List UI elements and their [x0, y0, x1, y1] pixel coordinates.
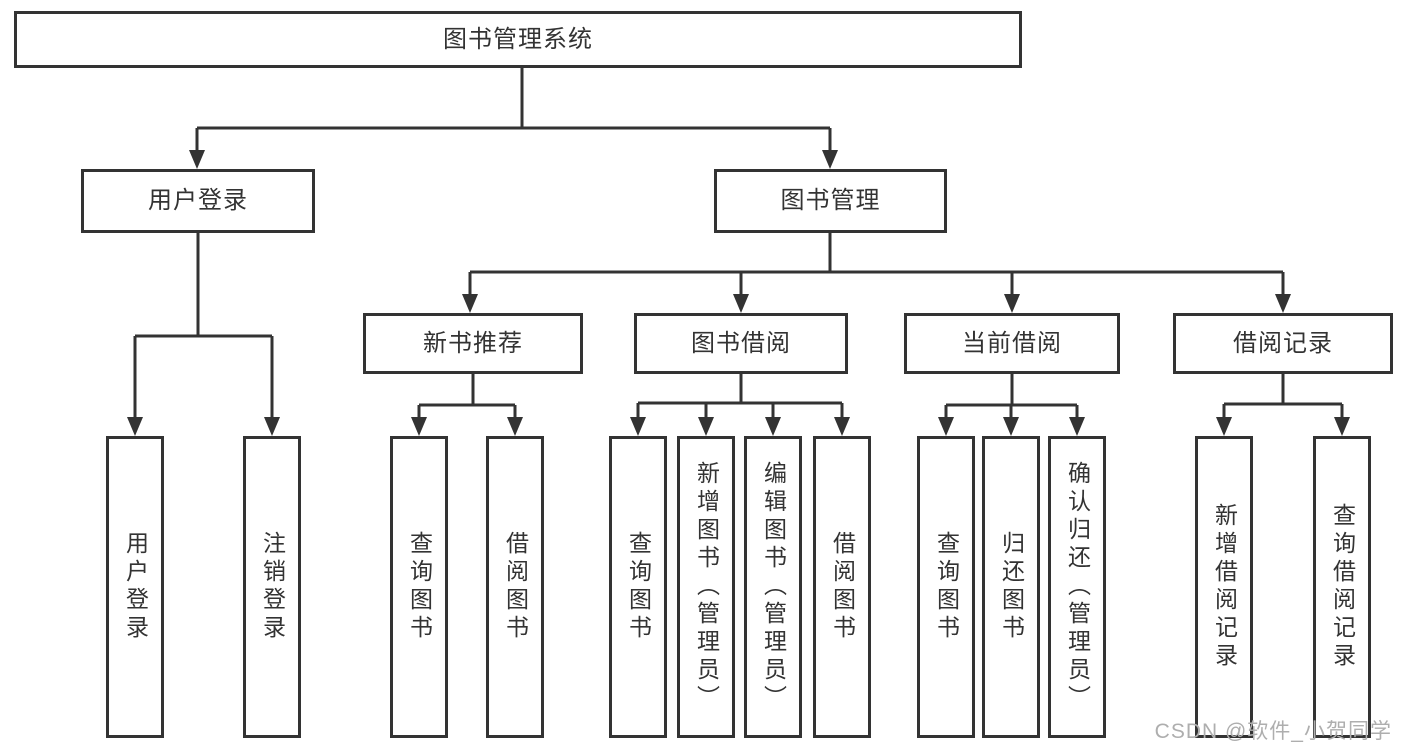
arrow-down-icon	[507, 417, 523, 436]
connector-records-children	[1222, 374, 1344, 418]
arrow-down-icon	[938, 417, 954, 436]
leaf-confirm-return-admin: 确认归还（管理员）	[1048, 436, 1106, 738]
node-label: 查询图书	[406, 531, 433, 643]
node-label: 图书管理系统	[443, 25, 593, 53]
connector-user-login-children	[133, 233, 274, 418]
node-label: 借阅记录	[1233, 329, 1333, 357]
connector-current-children	[944, 374, 1079, 418]
leaf-add-borrow-record: 新增借阅记录	[1195, 436, 1253, 738]
node-label: 新书推荐	[423, 329, 523, 357]
arrow-down-icon	[733, 294, 749, 313]
arrow-down-icon	[834, 417, 850, 436]
arrow-down-icon	[462, 294, 478, 313]
connector-root-to-level2	[195, 68, 832, 151]
arrow-down-icon	[411, 417, 427, 436]
node-label: 新增借阅记录	[1211, 503, 1238, 671]
node-label: 归还图书	[998, 531, 1025, 643]
node-new-book-recommend: 新书推荐	[363, 313, 583, 374]
node-label: 注销登录	[259, 531, 286, 643]
connector-book-mgmt-children	[468, 233, 1285, 295]
leaf-query-book-borrow: 查询图书	[609, 436, 667, 738]
node-label: 用户登录	[122, 531, 149, 643]
node-label: 用户登录	[148, 187, 248, 214]
leaf-borrow-book-recommend: 借阅图书	[486, 436, 544, 738]
node-root-system: 图书管理系统	[14, 11, 1022, 68]
arrow-down-icon	[822, 150, 838, 169]
node-book-borrow: 图书借阅	[634, 313, 848, 374]
leaf-logout: 注销登录	[243, 436, 301, 738]
node-label: 确认归还（管理员）	[1064, 461, 1091, 713]
arrow-down-icon	[1003, 417, 1019, 436]
csdn-watermark: CSDN @软件_小贺同学	[1154, 720, 1392, 743]
leaf-borrow-book: 借阅图书	[813, 436, 871, 738]
node-label: 新增图书（管理员）	[693, 461, 720, 713]
arrow-down-icon	[1004, 294, 1020, 313]
arrow-down-icon	[1216, 417, 1232, 436]
node-borrow-records: 借阅记录	[1173, 313, 1393, 374]
node-label: 当前借阅	[962, 329, 1062, 357]
leaf-query-book-current: 查询图书	[917, 436, 975, 738]
leaf-query-borrow-record: 查询借阅记录	[1313, 436, 1371, 738]
arrow-down-icon	[1069, 417, 1085, 436]
leaf-user-login: 用户登录	[106, 436, 164, 738]
leaf-add-book-admin: 新增图书（管理员）	[677, 436, 735, 738]
arrow-down-icon	[1275, 294, 1291, 313]
leaf-query-book-recommend: 查询图书	[390, 436, 448, 738]
node-user-login: 用户登录	[81, 169, 315, 233]
node-label: 查询图书	[625, 531, 652, 643]
arrow-down-icon	[630, 417, 646, 436]
node-label: 图书借阅	[691, 329, 791, 357]
node-current-borrow: 当前借阅	[904, 313, 1120, 374]
node-book-management: 图书管理	[714, 169, 947, 233]
arrow-down-icon	[765, 417, 781, 436]
node-label: 查询图书	[933, 531, 960, 643]
arrow-down-icon	[189, 150, 205, 169]
node-label: 借阅图书	[502, 531, 529, 643]
arrow-down-icon	[127, 417, 143, 436]
connector-borrow-children	[636, 374, 844, 418]
arrow-down-icon	[264, 417, 280, 436]
leaf-edit-book-admin: 编辑图书（管理员）	[744, 436, 802, 738]
connector-recommend-children	[417, 374, 517, 418]
arrow-down-icon	[698, 417, 714, 436]
node-label: 编辑图书（管理员）	[760, 461, 787, 713]
leaf-return-book: 归还图书	[982, 436, 1040, 738]
node-label: 查询借阅记录	[1329, 503, 1356, 671]
node-label: 借阅图书	[829, 531, 856, 643]
node-label: 图书管理	[780, 187, 881, 214]
arrow-down-icon	[1334, 417, 1350, 436]
